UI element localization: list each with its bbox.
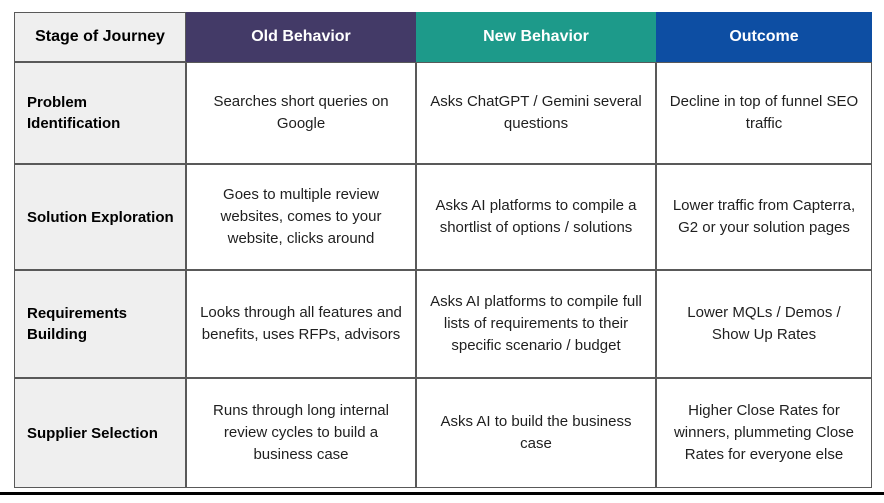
header-old-behavior: Old Behavior <box>186 12 416 62</box>
header-outcome: Outcome <box>656 12 872 62</box>
slide-bottom-divider <box>0 492 884 495</box>
table-row: Supplier Selection Runs through long int… <box>14 378 872 488</box>
outcome-cell: Lower MQLs / Demos / Show Up Rates <box>656 270 872 378</box>
table-row: Solution Exploration Goes to multiple re… <box>14 164 872 270</box>
old-behavior-cell: Looks through all features and benefits,… <box>186 270 416 378</box>
header-row: Stage of Journey Old Behavior New Behavi… <box>14 12 872 62</box>
old-behavior-cell: Searches short queries on Google <box>186 62 416 164</box>
header-stage-of-journey: Stage of Journey <box>14 12 186 62</box>
outcome-cell: Lower traffic from Capterra, G2 or your … <box>656 164 872 270</box>
old-behavior-cell: Runs through long internal review cycles… <box>186 378 416 488</box>
stage-cell: Solution Exploration <box>14 164 186 270</box>
outcome-cell: Higher Close Rates for winners, plummeti… <box>656 378 872 488</box>
header-new-behavior: New Behavior <box>416 12 656 62</box>
old-behavior-cell: Goes to multiple review websites, comes … <box>186 164 416 270</box>
table-row: Requirements Building Looks through all … <box>14 270 872 378</box>
new-behavior-cell: Asks AI platforms to compile a shortlist… <box>416 164 656 270</box>
stage-cell: Supplier Selection <box>14 378 186 488</box>
table-row: Problem Identification Searches short qu… <box>14 62 872 164</box>
stage-cell: Problem Identification <box>14 62 186 164</box>
outcome-cell: Decline in top of funnel SEO traffic <box>656 62 872 164</box>
new-behavior-cell: Asks AI platforms to compile full lists … <box>416 270 656 378</box>
new-behavior-cell: Asks AI to build the business case <box>416 378 656 488</box>
journey-table-container: Stage of Journey Old Behavior New Behavi… <box>14 12 872 488</box>
new-behavior-cell: Asks ChatGPT / Gemini several questions <box>416 62 656 164</box>
journey-table: Stage of Journey Old Behavior New Behavi… <box>14 12 872 488</box>
stage-cell: Requirements Building <box>14 270 186 378</box>
